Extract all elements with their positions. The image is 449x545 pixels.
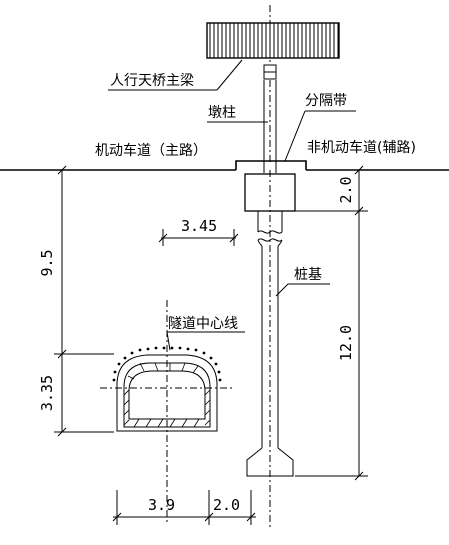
dim-tunnel-height: 3.35: [38, 375, 56, 411]
label-aux-road: 非机动车道(辅路): [307, 139, 416, 156]
label-pile: 桩基: [294, 266, 322, 283]
label-pier: 墩柱: [208, 105, 236, 121]
dim-tunnel-half-width: 3.9: [148, 496, 175, 514]
bridge-girder: [206, 22, 340, 59]
dimension-lines: [54, 165, 368, 525]
label-tunnel-centerline: 隧道中心线: [168, 316, 238, 332]
tunnel: [112, 346, 222, 432]
dim-cover-depth: 9.5: [38, 249, 56, 276]
label-median: 分隔带: [305, 93, 347, 109]
dim-tunnel-offset: 3.45: [181, 217, 217, 235]
pier-column: [263, 80, 277, 173]
dim-pile-cap-depth: 2.0: [337, 176, 355, 203]
label-main-road: 机动车道（主路）: [95, 142, 207, 159]
dim-pile-length: 12.0: [337, 325, 355, 361]
leader-lines: [108, 59, 356, 351]
dim-clearance: 2.0: [213, 496, 240, 514]
label-bridge-girder: 人行天桥主梁: [110, 73, 194, 89]
median-strip: [235, 160, 307, 170]
